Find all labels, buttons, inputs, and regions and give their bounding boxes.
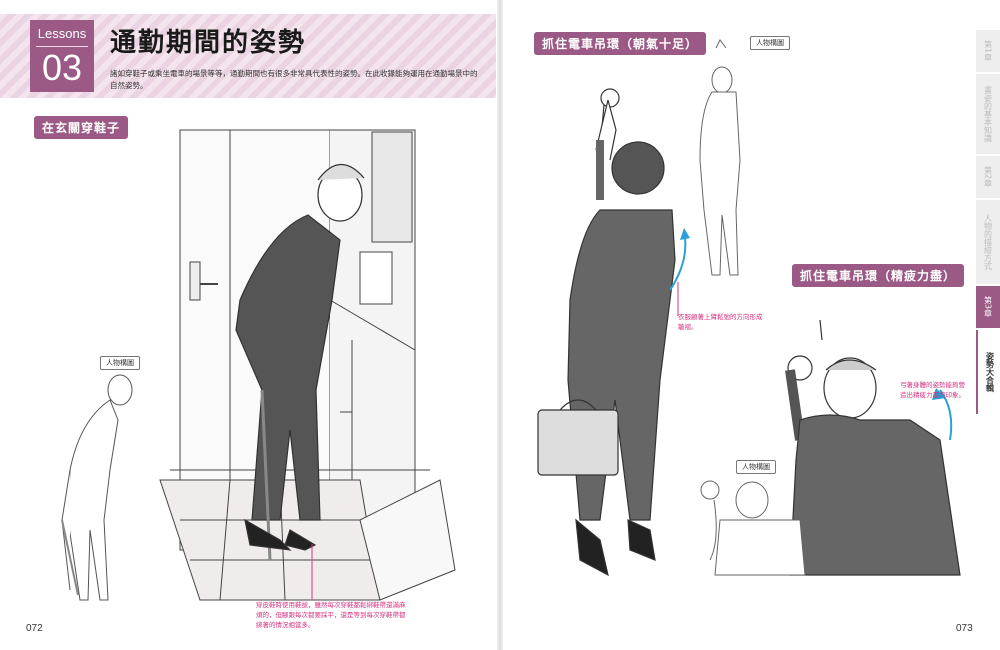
note-sleeve-wrinkles: 衣服顧著上臂鬆弛的方向形成皺褶。	[678, 313, 763, 331]
tab-chapter-2[interactable]: 第2章	[976, 156, 1000, 198]
commuter-exhausted-illustration	[700, 319, 961, 576]
page-number-left: 072	[26, 623, 43, 634]
book-gutter	[497, 0, 503, 650]
tab-chapter-3-title[interactable]: 姿勢大合輯	[976, 330, 1000, 414]
tab-chapter-1-title[interactable]: 畫姿的基本知識	[976, 74, 1000, 154]
lesson-badge: Lessons 03	[30, 20, 94, 92]
reference-tag-left: 人物構圖	[100, 356, 140, 370]
reference-tag-top: 人物構圖	[750, 36, 790, 50]
lesson-word: Lessons	[37, 26, 87, 41]
note-pointer-top	[677, 282, 679, 316]
intro-text: 諸如穿鞋子或乘坐電車的場景等等，通勤期間也有很多非常具代表性的姿勢。在此收錄能夠…	[110, 69, 478, 90]
left-page: Lessons 03 通勤期間的姿勢 諸如穿鞋子或乘坐電車的場景等等，通勤期間也…	[0, 14, 496, 634]
tab-chapter-3[interactable]: 第3章	[976, 286, 1000, 328]
right-page: 抓住電車吊環（朝氣十足） 人物構圖 衣服顧著上臂鬆弛的方向形成皺褶。 抓住電車吊…	[500, 0, 1000, 650]
tab-chapter-1[interactable]: 第1章	[976, 30, 1000, 72]
section-label-shoes: 在玄關穿鞋子	[34, 116, 129, 139]
note-shoehorn: 穿皮鞋時使用鞋拔，雖然每次穿鞋都鬆綁鞋帶還滿麻煩的，但腳跟每次都要踩平，還是等到…	[256, 601, 406, 629]
page-number-right: 073	[956, 623, 973, 634]
reference-tag-bottom: 人物構圖	[736, 460, 776, 474]
note-pointer-left	[311, 544, 313, 600]
mannequin-sketch-left	[61, 374, 133, 601]
section-label-energetic: 抓住電車吊環（朝氣十足）	[534, 32, 707, 55]
tab-chapter-2-title[interactable]: 人物的描繪方式	[976, 200, 1000, 284]
commuter-energetic-illustration	[537, 39, 741, 577]
note-hunched-pose: 弓著身體的姿勢能夠營造出精疲力盡的印象。	[900, 381, 965, 399]
section-label-exhausted: 抓住電車吊環（精疲力盡）	[792, 264, 965, 287]
page-title: 通勤期間的姿勢	[110, 28, 307, 58]
lesson-number: 03	[41, 47, 83, 88]
entrance-illustration	[159, 129, 456, 601]
